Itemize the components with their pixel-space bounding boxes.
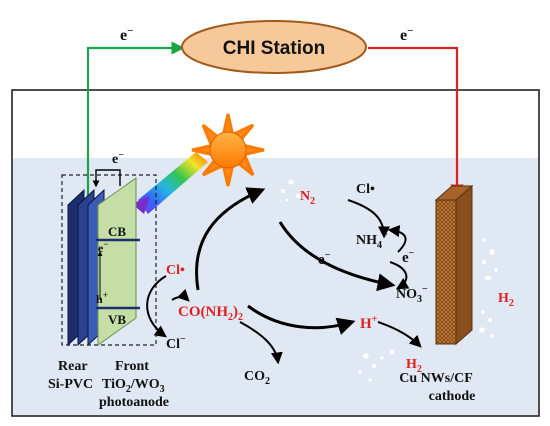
rear-label: Rear xyxy=(58,359,88,374)
electron-label-right: e− xyxy=(400,25,413,44)
no3-label: NO3− xyxy=(396,284,428,305)
photoanode-label: photoanode xyxy=(99,395,169,410)
reaction-arrows xyxy=(146,187,422,365)
internal-electron-arrow xyxy=(92,169,121,188)
front-photoanode-plate xyxy=(97,177,137,346)
n2-label: N2 xyxy=(300,189,315,207)
chi-station-shape xyxy=(181,20,367,74)
h2-bottom-label: H2 xyxy=(406,357,422,375)
e-right-label: e− xyxy=(402,248,415,266)
si-pvc-label: Si-PVC xyxy=(48,377,93,392)
co2-label: CO2 xyxy=(244,369,270,387)
cb-label: CB xyxy=(108,224,126,239)
cl-radical-left: Cl• xyxy=(166,263,185,278)
cathode-line2: cathode xyxy=(429,389,476,404)
tio2-wo3-label: TiO2/WO3 xyxy=(102,377,165,395)
light-beam xyxy=(138,152,208,214)
nh4-label: NH4+ xyxy=(356,230,388,251)
urea-label: CO(NH2)2 xyxy=(178,304,243,323)
h2-right-label: H2 xyxy=(498,291,514,309)
light-beam-tip xyxy=(132,196,150,214)
e-mid-label: e− xyxy=(318,250,331,268)
chi-station-label: CHI Station xyxy=(223,38,325,59)
cathode-mesh xyxy=(434,184,474,346)
wire-left-green xyxy=(86,41,185,240)
bubbles xyxy=(280,178,499,383)
front-label: Front xyxy=(115,359,149,374)
wire-right-red xyxy=(368,46,464,198)
photoanode-dashed-frame xyxy=(61,174,157,346)
sun-icon xyxy=(191,113,265,187)
cathode-line1: Cu NWs/CF xyxy=(399,371,473,386)
e-band-label: e− xyxy=(98,239,108,255)
h-band-label: h+ xyxy=(96,290,108,306)
cl-radical-top: Cl• xyxy=(356,182,375,197)
cl-minus-label: Cl− xyxy=(166,334,186,352)
vb-label: VB xyxy=(108,312,126,327)
h-plus-label: H+ xyxy=(360,314,378,332)
electron-label-left: e− xyxy=(120,25,133,44)
e-top-label: e− xyxy=(112,150,124,167)
